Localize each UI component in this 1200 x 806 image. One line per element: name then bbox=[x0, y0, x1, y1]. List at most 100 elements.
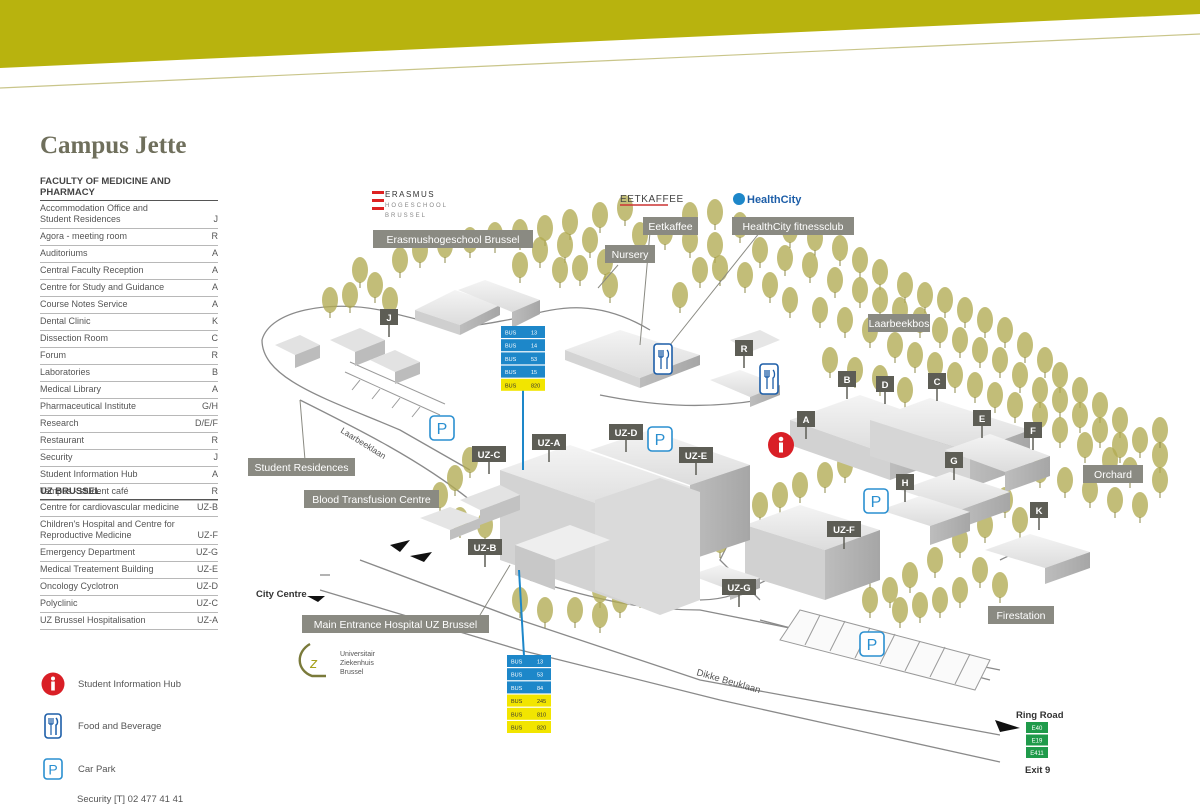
legend-row-code: J bbox=[213, 452, 219, 462]
tree bbox=[1057, 467, 1073, 493]
tree bbox=[1032, 402, 1048, 428]
building-tag-b[interactable]: B bbox=[838, 371, 856, 399]
uz-logo: z Universitair Ziekenhuis Brussel bbox=[298, 642, 376, 678]
arrow-icon bbox=[410, 552, 432, 562]
tree bbox=[762, 272, 778, 298]
svg-text:E19: E19 bbox=[1032, 739, 1043, 745]
fork-knife-icon[interactable] bbox=[653, 343, 673, 375]
building-tag-c[interactable]: C bbox=[928, 373, 946, 401]
parking-icon[interactable]: P bbox=[863, 488, 889, 514]
tree bbox=[917, 282, 933, 308]
legend-row-name: Forum bbox=[40, 350, 67, 360]
tree bbox=[952, 327, 968, 353]
parking-icon[interactable]: P bbox=[647, 426, 673, 452]
tree bbox=[937, 287, 953, 313]
svg-text:Eetkaffee: Eetkaffee bbox=[648, 221, 692, 233]
healthcity-logo-text: HealthCity bbox=[747, 194, 802, 206]
legend-row-name: Laboratories bbox=[40, 367, 91, 377]
tree bbox=[897, 377, 913, 403]
building-tag-h[interactable]: H bbox=[896, 474, 914, 502]
svg-text:BUS: BUS bbox=[511, 726, 523, 732]
legend-row-code: C bbox=[211, 333, 219, 343]
building-tag-k[interactable]: K bbox=[1030, 502, 1048, 530]
building-tag-uza[interactable]: UZ-A bbox=[532, 434, 566, 462]
svg-text:z: z bbox=[309, 655, 318, 672]
tree bbox=[1072, 377, 1088, 403]
building-tag-d[interactable]: D bbox=[876, 376, 894, 404]
healthcity-logo: HealthCity bbox=[733, 193, 802, 206]
tree bbox=[712, 255, 728, 281]
building-tag-a[interactable]: A bbox=[797, 411, 815, 439]
building-tag-uzd[interactable]: UZ-D bbox=[609, 424, 643, 452]
svg-text:R: R bbox=[741, 344, 748, 355]
legend-row-code: A bbox=[211, 384, 218, 394]
building-tag-uzf[interactable]: UZ-F bbox=[827, 521, 861, 549]
eetkaffee-logo-text: EETKAFFEE bbox=[620, 194, 684, 205]
tree bbox=[582, 227, 598, 253]
svg-text:BUS: BUS bbox=[511, 673, 523, 679]
building-tag-r[interactable]: R bbox=[735, 340, 753, 368]
tree bbox=[617, 195, 633, 221]
uz-heading: UZ BRUSSEL bbox=[40, 486, 218, 500]
tree bbox=[692, 257, 708, 283]
legend-row: Medical Treatement Building UZ-E bbox=[40, 562, 218, 579]
tree bbox=[972, 337, 988, 363]
place-label-eetkaffee: Eetkaffee bbox=[643, 217, 698, 235]
legend-row-name: Medical Treatement Building bbox=[40, 564, 154, 574]
tree bbox=[592, 602, 608, 628]
legend-row-code: UZ-E bbox=[197, 564, 218, 574]
header-band bbox=[0, 0, 1200, 89]
tree bbox=[512, 252, 528, 278]
tree bbox=[1052, 417, 1068, 443]
svg-text:BUS: BUS bbox=[505, 370, 517, 376]
building-tag-e[interactable]: E bbox=[973, 410, 991, 438]
tree bbox=[562, 209, 578, 235]
svg-text:J: J bbox=[386, 313, 391, 324]
svg-text:UZ-F: UZ-F bbox=[833, 525, 855, 536]
key-info: Student Information Hub bbox=[40, 671, 181, 697]
building-tag-g[interactable]: G bbox=[945, 452, 963, 480]
building-tag-uzc[interactable]: UZ-C bbox=[472, 446, 506, 474]
parking-icon[interactable]: P bbox=[859, 631, 885, 657]
legend-row-name: Restaurant bbox=[40, 435, 85, 445]
svg-text:810: 810 bbox=[537, 712, 546, 718]
building-tag-uze[interactable]: UZ-E bbox=[679, 447, 713, 475]
tree bbox=[957, 297, 973, 323]
tree bbox=[822, 347, 838, 373]
parking-icon[interactable]: P bbox=[429, 415, 455, 441]
erasmus-logo-line1: ERASMUS bbox=[385, 190, 435, 199]
legend-row-code: UZ-C bbox=[196, 598, 219, 608]
legend-row-code: D/E/F bbox=[194, 418, 218, 428]
legend-row-name: Pharmaceutical Institute bbox=[40, 401, 137, 411]
building-tag-uzg[interactable]: UZ-G bbox=[722, 579, 756, 607]
svg-text:Main Entrance Hospital UZ Brus: Main Entrance Hospital UZ Brussel bbox=[314, 619, 477, 631]
building-tag-uzb[interactable]: UZ-B bbox=[468, 539, 502, 567]
legend-row-code: A bbox=[211, 299, 218, 309]
tree bbox=[1082, 477, 1098, 503]
svg-text:13: 13 bbox=[531, 331, 537, 337]
tree bbox=[992, 347, 1008, 373]
fork-knife-icon[interactable] bbox=[759, 363, 779, 395]
legend-row-code: UZ-G bbox=[196, 547, 218, 557]
building-tag-j[interactable]: J bbox=[380, 309, 398, 337]
info-icon[interactable] bbox=[768, 432, 794, 458]
svg-text:P: P bbox=[655, 432, 666, 449]
tree bbox=[1152, 467, 1168, 493]
svg-text:E411: E411 bbox=[1030, 751, 1044, 757]
tree bbox=[752, 492, 768, 518]
legend-row-name: UZ Brussel Hospitalisation bbox=[40, 615, 146, 625]
exit-shield: E40 bbox=[1026, 722, 1048, 733]
place-label-nursery: Nursery bbox=[605, 245, 655, 263]
uz-legend: UZ BRUSSEL Centre for cardiovascular med… bbox=[40, 486, 218, 630]
tree bbox=[927, 547, 943, 573]
building-tag-f[interactable]: F bbox=[1024, 422, 1042, 450]
